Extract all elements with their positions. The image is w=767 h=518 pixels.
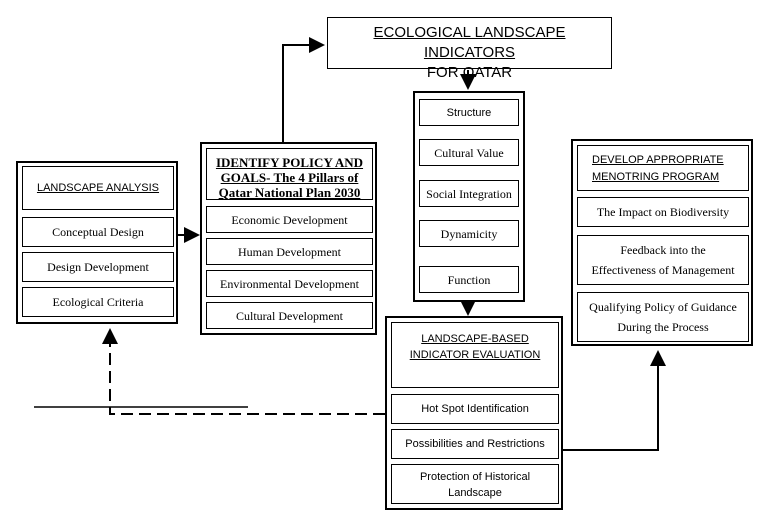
- protection-item: Protection of Historical Landscape: [391, 464, 559, 504]
- indicators-box: Structure Cultural Value Social Integrat…: [413, 91, 525, 302]
- cultural-value-item: Cultural Value: [419, 139, 519, 166]
- landscape-analysis-title: LANDSCAPE ANALYSIS: [22, 166, 174, 210]
- structure-item: Structure: [419, 99, 519, 126]
- arrow-evaluation-to-monitoring: [563, 350, 666, 451]
- conceptual-design-item: Conceptual Design: [22, 217, 174, 247]
- dynamicity-item: Dynamicity: [419, 220, 519, 247]
- landscape-analysis-box: LANDSCAPE ANALYSIS Conceptual Design Des…: [16, 161, 178, 324]
- feedback-item: Feedback into the Effectiveness of Manag…: [577, 235, 749, 285]
- social-integration-item: Social Integration: [419, 180, 519, 207]
- function-item: Function: [419, 266, 519, 293]
- possibilities-item: Possibilities and Restrictions: [391, 429, 559, 459]
- ecological-criteria-item: Ecological Criteria: [22, 287, 174, 317]
- design-development-item: Design Development: [22, 252, 174, 282]
- evaluation-box: LANDSCAPE-BASED INDICATOR EVALUATION Hot…: [385, 316, 563, 510]
- economic-development-item: Economic Development: [206, 206, 373, 233]
- title-box: ECOLOGICAL LANDSCAPE INDICATORS FOR QATA…: [327, 17, 612, 81]
- biodiversity-item: The Impact on Biodiversity: [577, 197, 749, 227]
- arrow-policy-to-title: [282, 37, 325, 142]
- title-line-1: ECOLOGICAL LANDSCAPE INDICATORS: [373, 24, 566, 61]
- cultural-development-item: Cultural Development: [206, 302, 373, 329]
- evaluation-title: LANDSCAPE-BASED INDICATOR EVALUATION: [391, 322, 559, 388]
- environmental-development-item: Environmental Development: [206, 270, 373, 297]
- hot-spot-item: Hot Spot Identification: [391, 394, 559, 424]
- qualifying-policy-item: Qualifying Policy of Guidance During the…: [577, 292, 749, 342]
- policy-box: IDENTIFY POLICY AND GOALS- The 4 Pillars…: [200, 142, 377, 335]
- dashed-feedback-arrow: [102, 328, 385, 415]
- policy-title: IDENTIFY POLICY AND GOALS- The 4 Pillars…: [206, 148, 373, 200]
- monitoring-title: DEVELOP APPROPRIATE MENOTRING PROGRAM: [577, 145, 749, 191]
- human-development-item: Human Development: [206, 238, 373, 265]
- monitoring-box: DEVELOP APPROPRIATE MENOTRING PROGRAM Th…: [571, 139, 753, 346]
- title-line-2: FOR QATAR: [426, 64, 513, 81]
